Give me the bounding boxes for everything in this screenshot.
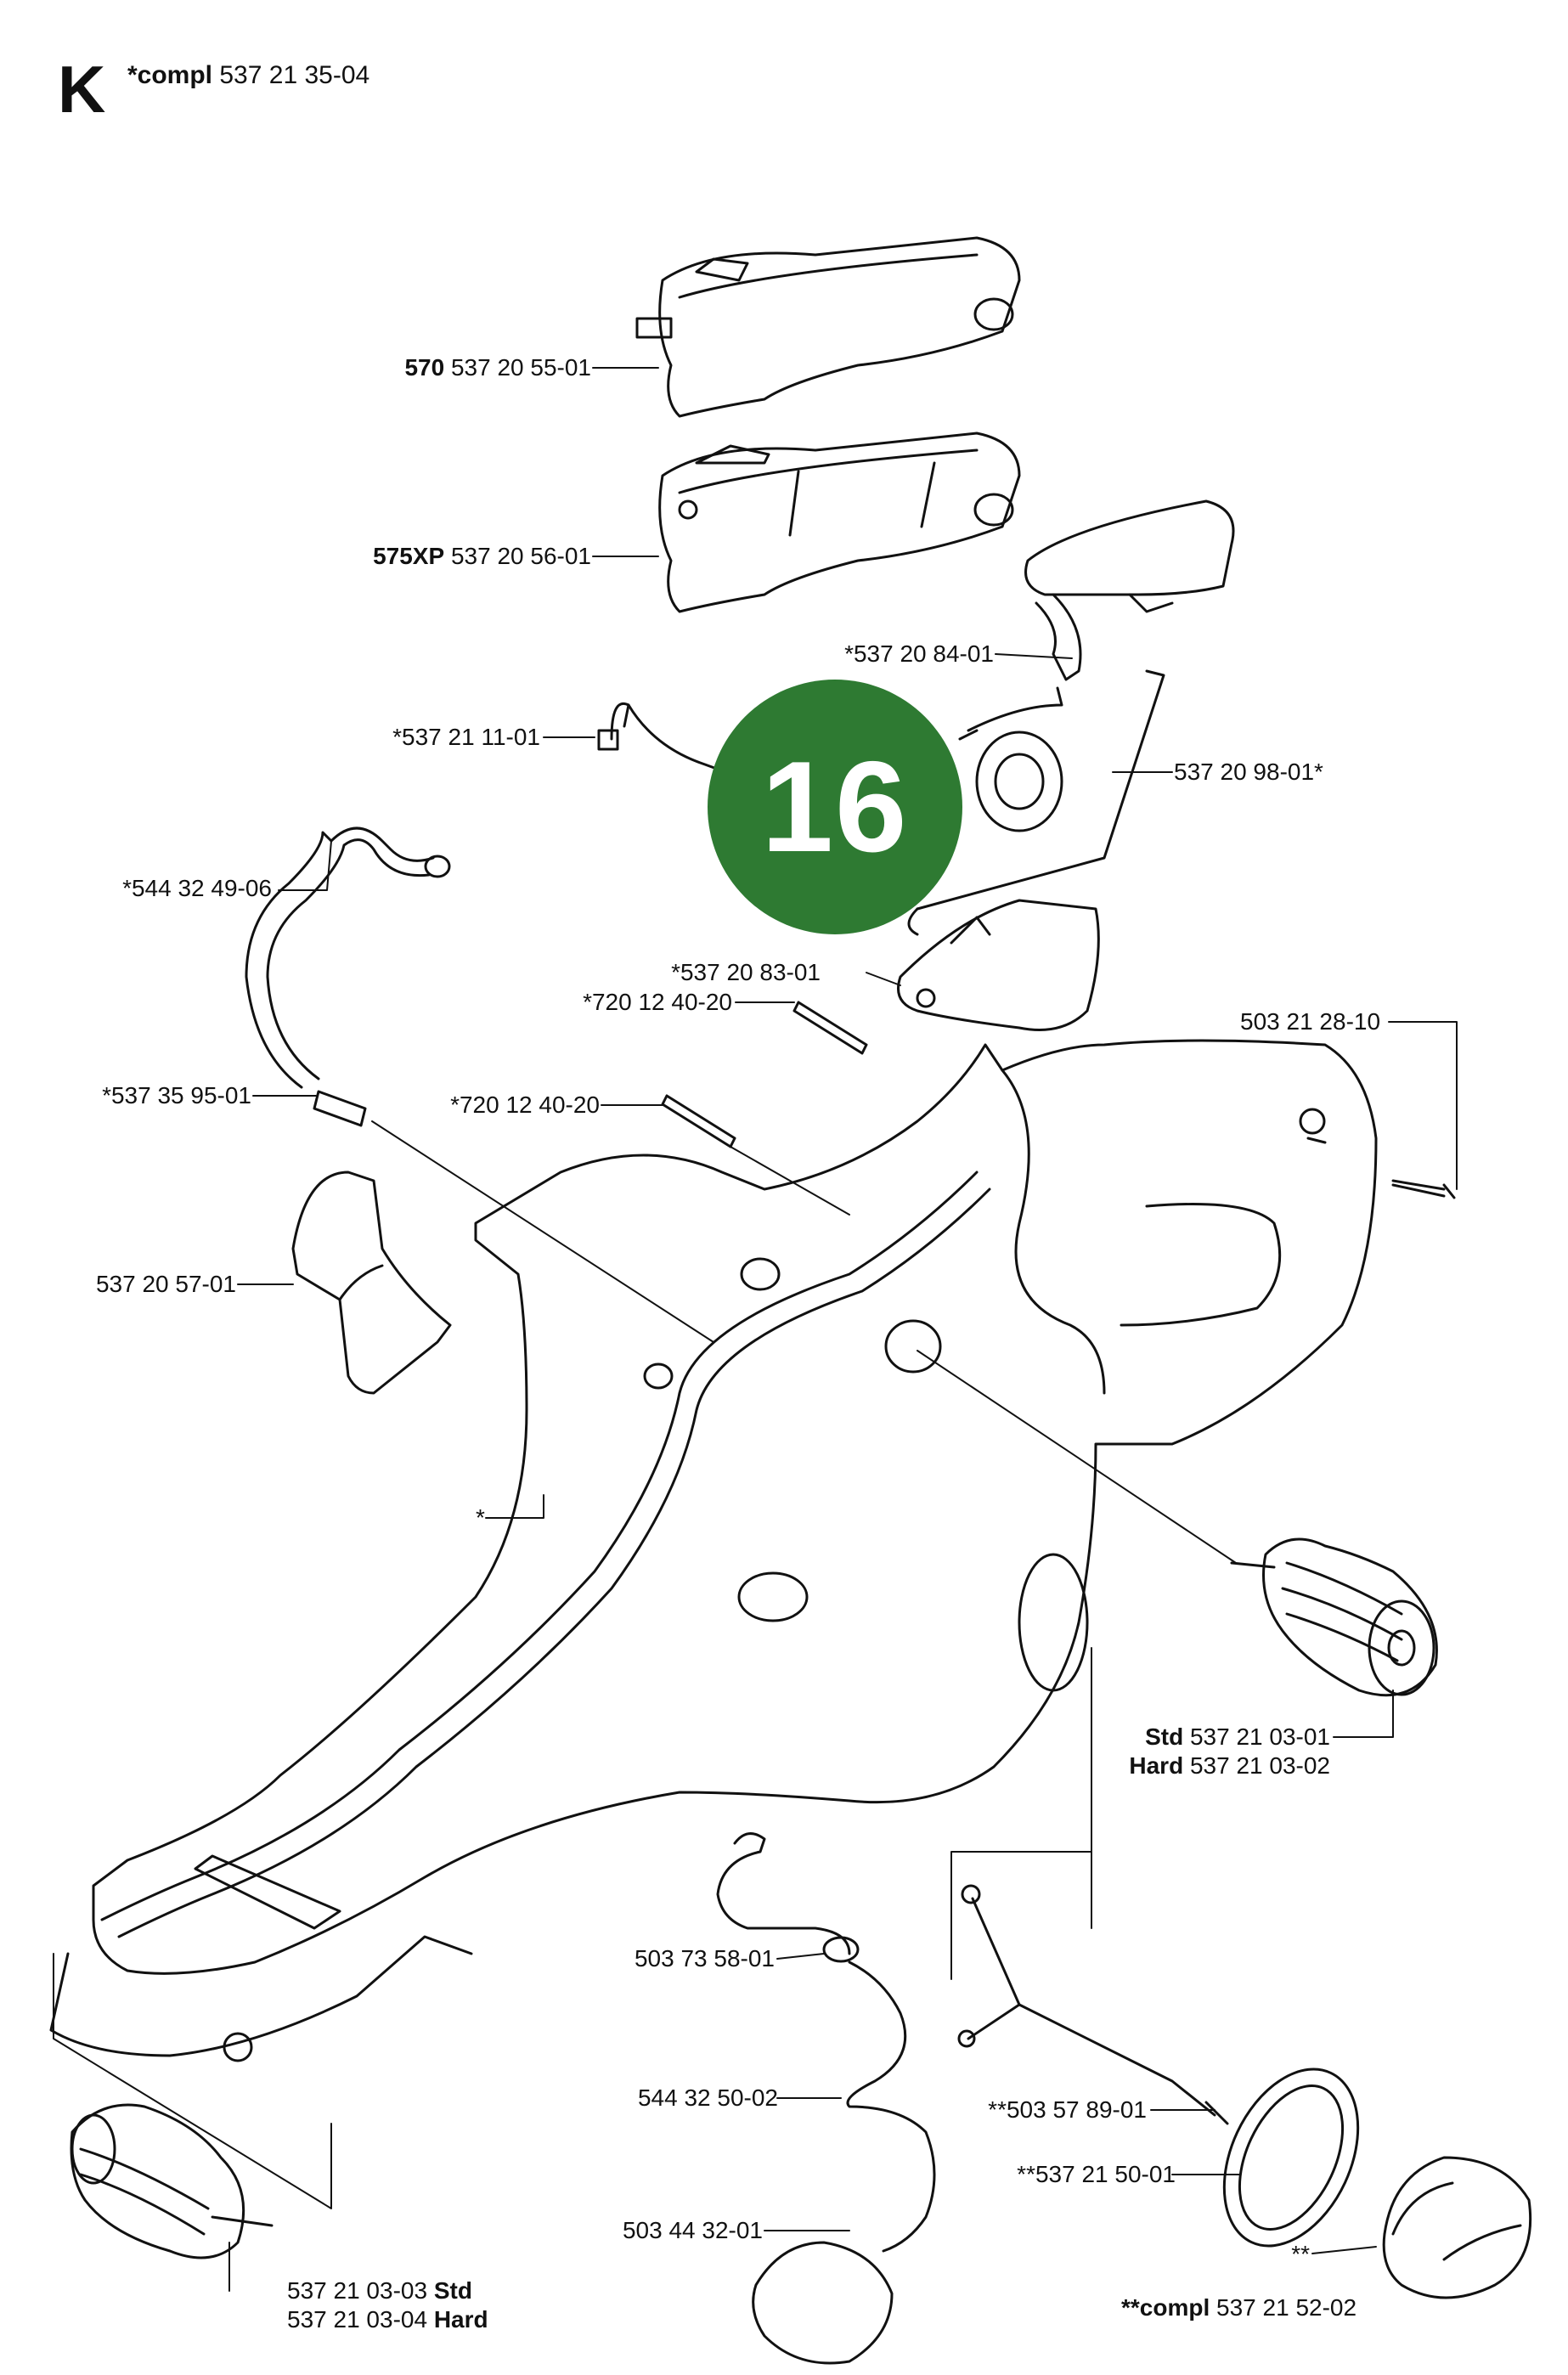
- label-filter: 503 44 32-01: [622, 2217, 763, 2243]
- label-cap-part: 537 21 52-02: [1216, 2294, 1357, 2321]
- section-letter: K: [58, 52, 106, 127]
- pin-upper-drawing: [792, 1001, 868, 1055]
- label-variant: 575XP: [373, 543, 445, 569]
- throttle-rod-drawing: [907, 669, 1165, 936]
- tank-housing-drawing: [49, 1039, 1378, 2062]
- label-screw: 503 21 28-10: [1240, 1008, 1381, 1035]
- tank-seal-drawing: [1222, 2068, 1360, 2248]
- label-pin-lower: *720 12 40-20: [450, 1092, 600, 1118]
- label-latch: *537 20 83-01: [671, 959, 821, 985]
- pin-lower-drawing: [661, 1094, 736, 1148]
- label-nipple: *537 35 95-01: [102, 1082, 251, 1109]
- label-trigger: *537 20 84-01: [844, 640, 994, 667]
- choke-cable-drawing: [957, 1884, 1229, 2125]
- assembly-header: *compl 537 21 35-04: [127, 61, 369, 90]
- cover-570-drawing: [635, 236, 1021, 418]
- label-wire: *537 21 11-01: [392, 724, 540, 750]
- label-part: 537 20 55-01: [450, 354, 591, 381]
- fuel-cap-drawing: [1382, 2156, 1532, 2299]
- cover-575xp-drawing: [658, 432, 1021, 613]
- handle-guard-drawing: [291, 1171, 452, 1395]
- label-cap: **compl 537 21 52-02: [1121, 2293, 1356, 2322]
- label-pin-upper: *720 12 40-20: [583, 989, 732, 1015]
- label-std-part: 537 21 03-03: [287, 2277, 428, 2304]
- latch-drawing: [897, 899, 1100, 1031]
- label-rod: 537 20 98-01*: [1174, 759, 1323, 785]
- label-hard-word: Hard: [1129, 1752, 1184, 1779]
- stop-switch-drawing: [958, 686, 1063, 832]
- label-cap-prefix: **compl: [1121, 2294, 1210, 2321]
- label-fuel-pipe: 544 32 50-02: [637, 2084, 778, 2111]
- label-cap-mark: **: [1291, 2241, 1310, 2267]
- leader-lines: [53, 367, 1458, 2292]
- av-element-left-drawing: [70, 2103, 274, 2259]
- header-prefix: *compl: [127, 61, 213, 89]
- av-element-right-drawing: [1230, 1537, 1438, 1697]
- label-guard: 537 20 57-01: [95, 1271, 236, 1297]
- label-cover-570: 570 537 20 55-01: [404, 353, 591, 382]
- header-part: 537 21 35-04: [219, 61, 370, 89]
- label-cable: **503 57 89-01: [988, 2096, 1147, 2123]
- page-badge: 16: [708, 680, 962, 934]
- label-seal: **537 21 50-01: [1017, 2161, 1176, 2187]
- label-tank: *: [476, 1504, 485, 1531]
- label-hard-part: 537 21 03-02: [1189, 1752, 1330, 1779]
- label-cover-575xp: 575XP 537 20 56-01: [373, 542, 591, 571]
- label-av-right: Std 537 21 03-01 Hard 537 21 03-02: [1129, 1723, 1330, 1780]
- throttle-lockout-drawing: [1024, 499, 1235, 681]
- fuel-line-drawing: [716, 1832, 936, 2365]
- label-av-left: 537 21 03-03 Std 537 21 03-04 Hard: [287, 2276, 488, 2334]
- label-variant: 570: [404, 354, 445, 381]
- label-hard-word: Hard: [433, 2306, 488, 2333]
- label-hose-top: *544 32 49-06: [122, 875, 272, 901]
- label-part: 537 20 56-01: [450, 543, 591, 569]
- vent-hose-drawing: [245, 826, 451, 1089]
- screw-drawing: [1391, 1179, 1456, 1199]
- label-std-word: Std: [433, 2277, 472, 2304]
- label-hard-part: 537 21 03-04: [287, 2306, 428, 2333]
- label-fuel-hose: 503 73 58-01: [634, 1945, 775, 1972]
- label-std-part: 537 21 03-01: [1189, 1723, 1330, 1750]
- label-std-word: Std: [1145, 1723, 1184, 1750]
- nipple-drawing: [313, 1090, 367, 1127]
